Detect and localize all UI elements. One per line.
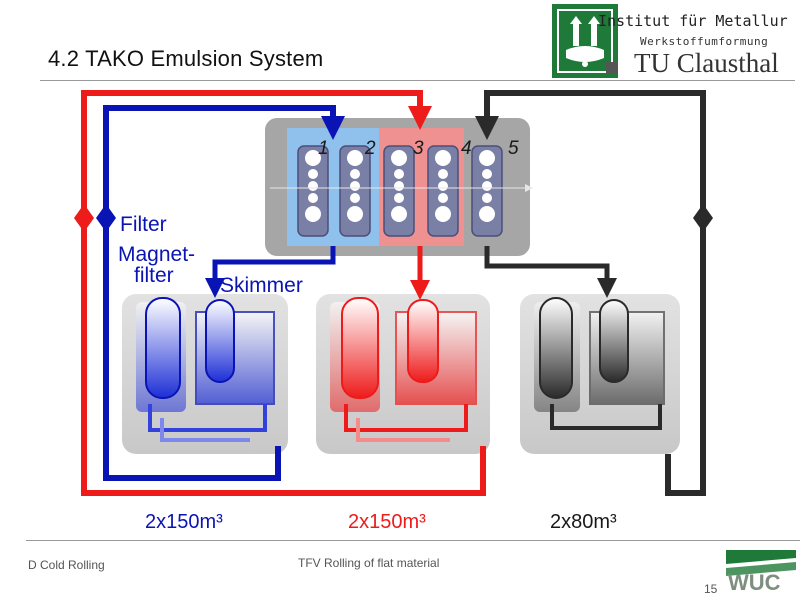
red-tank-group <box>316 294 490 454</box>
skimmer-label: Skimmer <box>220 274 303 297</box>
grey-tank-volume: 2x80m³ <box>550 511 617 533</box>
footer-divider <box>26 540 800 541</box>
magnet-filter-label-line1: Magnet- <box>118 243 195 266</box>
roll-stand-3 <box>383 145 415 237</box>
blue-tank-group <box>122 294 288 454</box>
page-number: 15 <box>704 582 718 596</box>
institute-subtitle: Werkstoffumformung <box>640 35 769 48</box>
grey-tank-group <box>520 294 680 454</box>
red-circuit-pipes <box>74 90 486 496</box>
slide-title: 4.2 TAKO Emulsion System <box>48 46 324 71</box>
institute-name: Institut für Metallur <box>598 12 788 30</box>
footer-topic: TFV Rolling of flat material <box>298 556 440 570</box>
title-divider <box>40 80 795 81</box>
rolling-mill-stands <box>265 118 533 256</box>
roll-stand-1 <box>297 145 329 237</box>
roll-stand-5 <box>471 145 503 237</box>
stand-number-3: 3 <box>413 138 424 159</box>
stand-number-5: 5 <box>508 138 519 159</box>
footer-course: D Cold Rolling <box>28 558 105 572</box>
wuc-logo-text: WUC <box>728 570 781 595</box>
wuc-logo: WUC <box>726 550 796 595</box>
logo-square-mark <box>606 62 618 74</box>
filter-label: Filter <box>120 213 167 236</box>
stand-number-2: 2 <box>364 138 376 159</box>
red-tank-volume: 2x150m³ <box>348 511 426 533</box>
black-circuit-pipes <box>475 90 713 496</box>
roll-stand-2 <box>339 145 371 237</box>
stand-number-4: 4 <box>461 138 472 159</box>
university-name: TU Clausthal <box>634 48 779 78</box>
magnet-filter-label-line2: filter <box>134 264 174 287</box>
roll-stand-4 <box>427 145 459 237</box>
stand-number-1: 1 <box>318 138 329 159</box>
blue-tank-volume: 2x150m³ <box>145 511 223 533</box>
blue-circuit-pipes <box>96 105 345 481</box>
